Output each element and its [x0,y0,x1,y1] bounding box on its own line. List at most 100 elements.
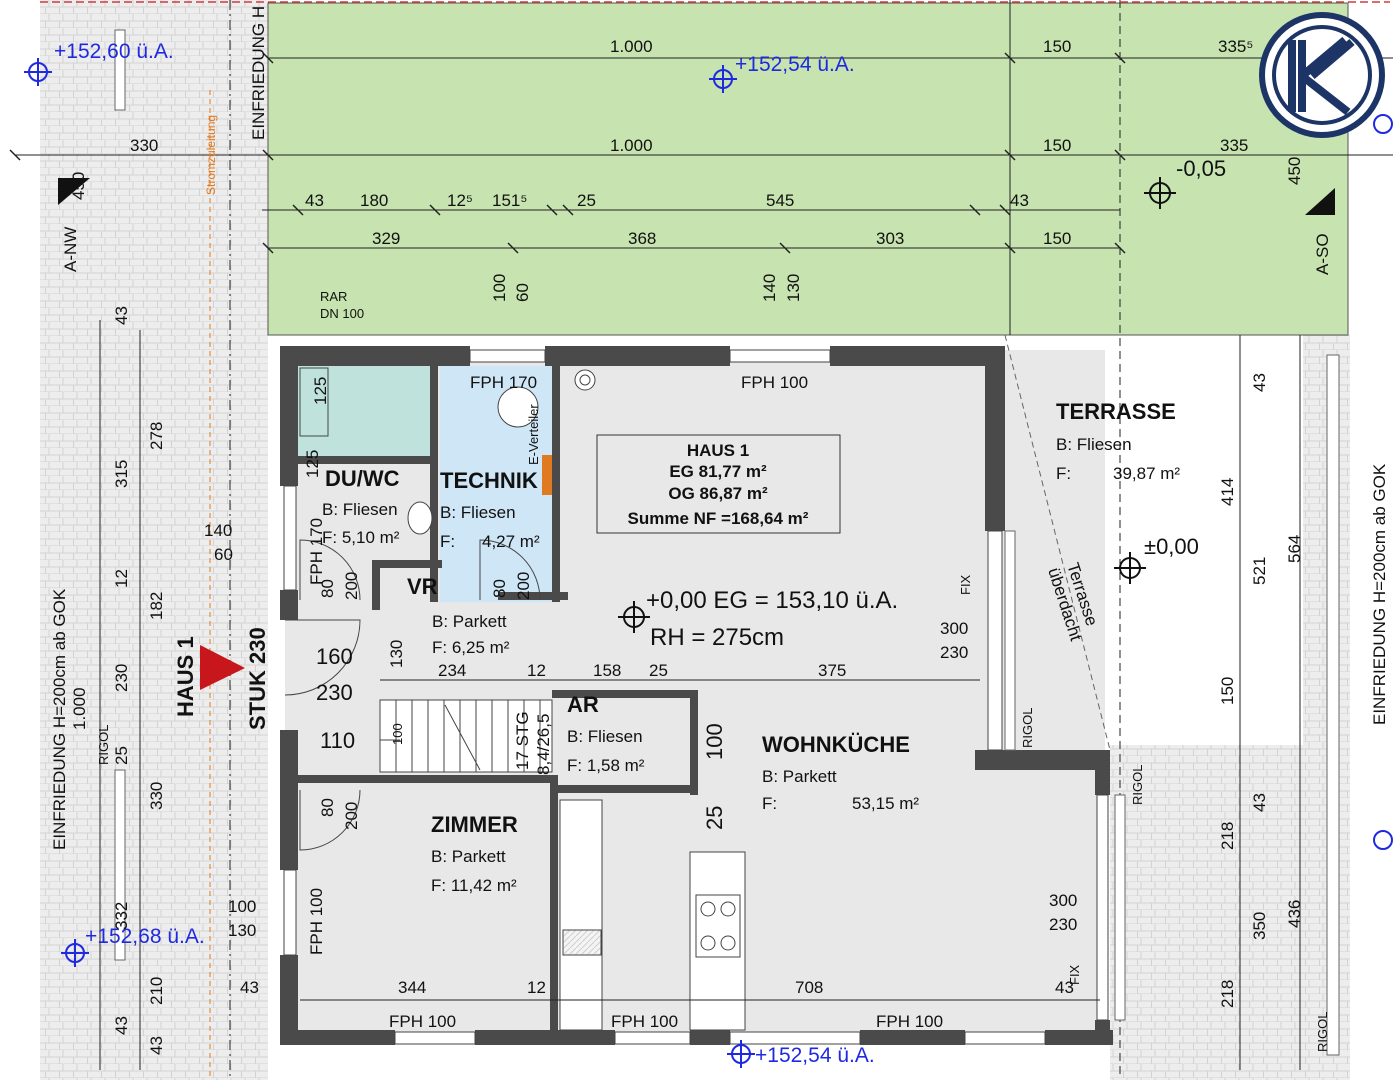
dim-130b: 130 [228,921,256,940]
dim-200a: 200 [342,572,361,600]
label-stromzuleitung: Stromzuleitung [204,115,218,195]
dim-160: 160 [316,644,353,669]
room-technik-area: 4,27 m² [482,532,540,551]
room-vr-name: VR [407,574,438,599]
dim-top3-g: 43 [1010,191,1029,210]
room-zimmer-name: ZIMMER [431,812,518,837]
dim-230c: 230 [1049,915,1077,934]
info-box [596,434,841,534]
room-zimmer-area: F: 11,42 m² [431,876,517,895]
window-fph100-b1: FPH 100 [389,1012,456,1031]
room-ar-name: AR [567,692,599,717]
dim-top3-e: 25 [577,191,596,210]
window-fph100-b2: FPH 100 [611,1012,678,1031]
label-rar-dn: DN 100 [320,306,364,321]
entry-arrow [200,645,245,690]
dim-vert-140: 140 [760,274,779,302]
room-technik-floor: B: Fliesen [440,503,516,522]
label-einfriedung-right: EINFRIEDUNG H=200cm ab GOK [1370,463,1389,725]
dim-25b: 25 [702,806,727,830]
left-332: 332 [112,902,131,930]
label-a-nw: A-NW [61,227,80,272]
dim-80a: 80 [318,579,337,598]
right-218a: 218 [1218,822,1237,850]
section-marker-so [1305,188,1335,215]
label-fix-1: FIX [958,574,973,595]
dim-300a: 300 [940,619,968,638]
room-terrasse-area-label: F: [1056,464,1071,483]
dim-230b: 230 [940,643,968,662]
left-315: 315 [112,460,131,488]
label-rigol-2: RIGOL [1130,765,1145,805]
dim-12a: 12 [527,661,546,680]
dim-708: 708 [795,978,823,997]
label-stairs-dim: 8,4/26,5 [534,714,553,775]
dim-top3-f: 545 [766,191,794,210]
dim-125b: 125 [303,450,322,478]
window-fph100-b3: FPH 100 [876,1012,943,1031]
left-43a: 43 [112,306,131,325]
dim-top2-c: 150 [1043,136,1071,155]
dim-12b: 12 [527,978,546,997]
room-terrasse-area: 39,87 m² [1113,464,1180,483]
dim-110: 110 [320,728,355,753]
dim-top3-c: 12⁵ [447,191,473,210]
company-logo [1259,12,1385,138]
center-level-line1: +0,00 EG = 153,10 ü.A. [646,587,898,614]
dim-top3-b: 180 [360,191,388,210]
terrace-diagonal [1004,334,1111,751]
label-einfriedung-left: EINFRIEDUNG H=200cm ab GOK [50,588,69,850]
dim-top3-a: 43 [305,191,324,210]
info-line1: HAUS 1 [687,441,749,460]
dim-200b: 200 [514,572,533,600]
room-ar-floor: B: Fliesen [567,727,643,746]
room-ar-area: F: 1,58 m² [567,756,645,775]
window-fph170-top: FPH 170 [470,373,537,392]
dim-300b: 300 [1049,891,1077,910]
dim-230a: 230 [316,680,353,705]
staircase [379,699,553,773]
left-330: 330 [147,782,166,810]
dim-top4-b: 368 [628,229,656,248]
label-rigol-left: RIGOL [96,725,111,765]
right-150: 150 [1218,677,1237,705]
dimension-ticks [9,52,1126,254]
label-einfriedung-left-2: 1.000 [70,687,89,730]
label-haus1-entry: HAUS 1 [173,636,198,717]
dim-top2-a: 330 [130,136,158,155]
dim-100a: 100 [390,723,405,745]
dim-234: 234 [438,661,466,680]
left-12: 12 [112,569,131,588]
label-rigol-3: RIGOL [1315,1012,1330,1052]
window-fph100-left: FPH 100 [307,888,326,955]
label-fix-2: FIX [1067,964,1082,985]
dim-344: 344 [398,978,426,997]
dim-43a: 43 [240,978,259,997]
right-218b: 218 [1218,980,1237,1008]
left-230: 230 [112,664,131,692]
window-fph170-left: FPH 170 [307,518,326,585]
label-stuk: STUK 230 [245,627,270,730]
right-564: 564 [1285,535,1304,563]
info-line3: OG 86,87 m² [668,484,768,503]
dim-top4-d: 150 [1043,229,1071,248]
dim-top1-c: 335⁵ [1218,37,1253,56]
left-25: 25 [112,746,131,765]
room-terrasse-name: TERRASSE [1056,399,1176,424]
left-43b: 43 [112,1016,131,1035]
dim-450-right: 450 [1285,157,1304,185]
room-technik-name: TECHNIK [440,468,538,493]
dim-vert-130: 130 [784,274,803,302]
left-43c: 43 [147,1036,166,1055]
dim-top3-d: 151⁵ [492,191,527,210]
dim-25a: 25 [649,661,668,680]
label-a-so: A-SO [1313,233,1332,275]
window-fph100-top: FPH 100 [741,373,808,392]
dim-top1-b: 150 [1043,37,1071,56]
label-rar: RAR [320,289,347,304]
paving-left [40,0,268,1080]
dim-43b: 43 [1055,978,1074,997]
dim-100b: 100 [702,723,727,760]
level-top-left: +152,60 ü.A. [54,40,174,63]
